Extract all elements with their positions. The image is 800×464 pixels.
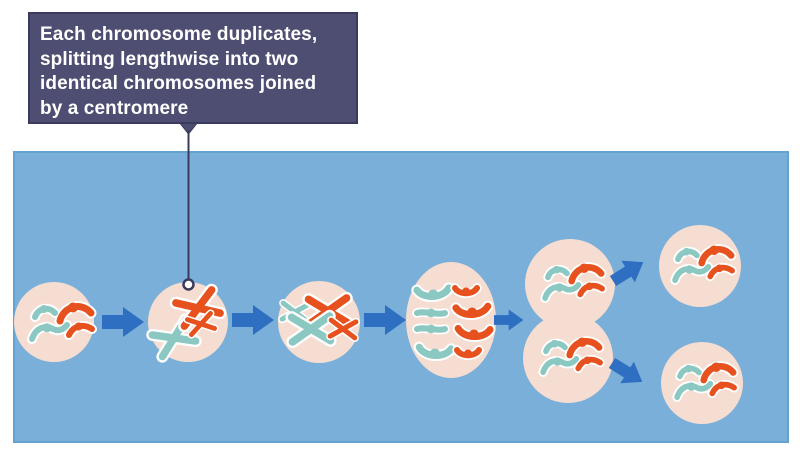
cell-stage-4-pulled-apart [406,262,496,378]
chromatid-orange [457,350,479,357]
blue-panel [13,151,789,443]
chromatid-orange [455,288,477,295]
cell-stage-1-parent [14,282,94,362]
cell-stage-2-duplicated [0,0,228,362]
cell-stage-3-lined-up [278,281,360,363]
chromatid-teal [417,325,445,333]
chromatid-teal [417,288,450,300]
callout-box: Each chromosome duplicates, splitting le… [28,12,358,124]
daughter-cell-top [659,225,741,307]
chromatid-teal [417,309,445,317]
cell-membrane [406,262,496,378]
cell-stage-5-pinching [523,239,615,403]
daughter-cell-bottom [661,342,743,424]
callout-text: Each chromosome duplicates, splitting le… [40,24,318,119]
callout-pointer-dot [182,278,195,291]
chromatid-orange [456,306,488,318]
chromatid-orange [458,328,490,339]
chromatid-teal [419,347,451,359]
